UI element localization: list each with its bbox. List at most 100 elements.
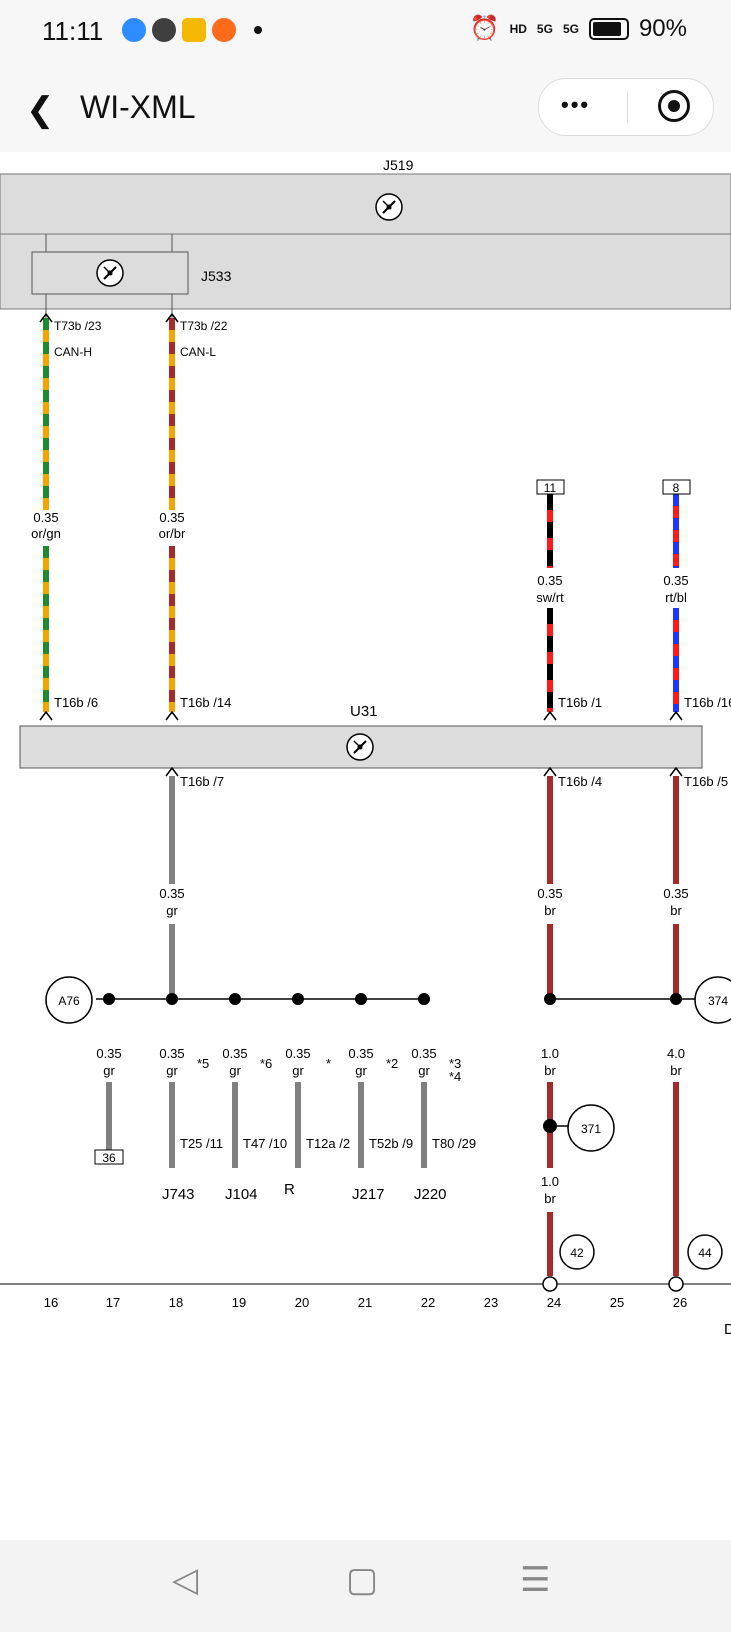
box-36-label: 36 [102,1151,116,1165]
branch-size-1: 0.35 [159,1046,184,1061]
wire-size-can-h: 0.35 [33,510,58,525]
more-options-button[interactable]: ••• [561,92,591,117]
label-j220: J220 [414,1186,447,1203]
circle-374 [694,976,731,1024]
grid-16: 16 [44,1295,58,1310]
j519-symbol [375,193,403,221]
j533-symbol [96,259,124,287]
signal-can-h: CAN-H [54,345,92,359]
wire-color-can-l: or/br [159,526,186,541]
wiring-diagram[interactable]: J519 J533 T73b /23 CAN-H T73b /22 CAN-L … [0,152,731,1540]
connector-t16b-16: T16b /16 [684,695,731,710]
ground-color-3: br [670,1063,682,1078]
ground-size-1: 1.0 [541,1046,559,1061]
wire-size-rt-bl: 0.35 [663,573,688,588]
ground-color-1: br [544,1063,556,1078]
connector-t47-10: T47 /10 [243,1136,287,1151]
mini-program-capsule: ••• [538,78,714,136]
nav-menu-icon[interactable]: ☰ [520,1561,551,1599]
grid-23: 23 [484,1295,498,1310]
connector-t16b-14: T16b /14 [180,695,231,710]
branch-color-3: gr [292,1063,304,1078]
nav-home-icon[interactable]: ▢ [346,1561,379,1599]
ground-terminal-26 [668,1276,684,1292]
wire-size-gr-main: 0.35 [159,886,184,901]
label-j743: J743 [162,1186,195,1203]
wiring-diagram-canvas: J519 J533 T73b /23 CAN-H T73b /22 CAN-L … [0,157,731,1338]
close-target-button[interactable] [658,90,690,122]
branch-color-0: gr [103,1063,115,1078]
label-j104: J104 [225,1186,258,1203]
back-button[interactable]: ❮ [26,91,55,129]
label-a76: A76 [58,994,80,1008]
ground-size-2: 1.0 [541,1174,559,1189]
wire-color-br-4: br [544,903,556,918]
note-star: * [326,1056,331,1071]
terminal-t73b-23: T73b /23 [54,319,102,333]
grid-19: 19 [232,1295,246,1310]
connector-t25-11: T25 /11 [180,1136,223,1151]
terminal-t73b-22: T73b /22 [180,319,228,333]
wire-size-sw-rt: 0.35 [537,573,562,588]
chat-icon [152,18,176,42]
browser-icon [122,18,146,42]
system-nav-bar: ◁ ▢ ☰ [0,1540,731,1632]
connector-t16b-4: T16b /4 [558,774,602,789]
grid-21: 21 [358,1295,372,1310]
j519-control-unit [0,173,731,235]
circle-42 [559,1234,595,1270]
wire-size-can-l: 0.35 [159,510,184,525]
splice-dots [103,993,682,1005]
status-right: ⏰ HD 5G 5G 90% [470,14,687,43]
connector-t52b-9: T52b /9 [369,1136,413,1151]
hd-icon: HD [509,21,527,36]
grid-25: 25 [610,1295,624,1310]
label-44: 44 [698,1246,712,1260]
box-8-label: 8 [673,481,680,495]
note-star6: *6 [260,1056,272,1071]
branch-color-4: gr [355,1063,367,1078]
note-star3: *3 [449,1056,461,1071]
wire-size-br-5: 0.35 [663,886,688,901]
signal-5g-icon-1: 5G [536,21,553,36]
label-j533: J533 [201,268,232,284]
box-8 [662,479,691,495]
wire-color-br-5: br [670,903,682,918]
status-bar: 11:11 ⏰ HD 5G 5G 90% [0,0,731,62]
grid-26: 26 [673,1295,687,1310]
ground-size-3: 4.0 [667,1046,685,1061]
battery-percent: 90% [638,14,687,42]
branch-size-2: 0.35 [222,1046,247,1061]
connector-t12a-2: T12a /2 [306,1136,350,1151]
box-11-label: 11 [544,481,557,495]
branch-color-5: gr [418,1063,430,1078]
label-374: 374 [708,994,728,1008]
dot-icon [254,26,262,34]
branch-wires [106,1082,427,1168]
clock: 11:11 [42,16,104,46]
grid-18: 18 [169,1295,183,1310]
page-title: WI-XML [80,89,196,125]
box-11 [536,479,565,495]
wire-color-gr-main: gr [166,903,178,918]
ground-point-a76 [45,976,93,1024]
branch-color-2: gr [229,1063,241,1078]
branch-size-5: 0.35 [411,1046,436,1061]
wire-color-sw-rt: sw/rt [536,590,564,605]
edge-fragment: D [724,1321,731,1338]
nav-back-icon[interactable]: ◁ [172,1561,199,1599]
capsule-divider [627,91,628,123]
connector-t80-29: T80 /29 [432,1136,476,1151]
note-star5: *5 [197,1056,209,1071]
circle-44 [687,1234,723,1270]
signal-5g-icon-2: 5G [562,21,579,36]
circle-371 [567,1104,615,1152]
branch-size-0: 0.35 [96,1046,121,1061]
title-bar: ❮ WI-XML ••• [0,62,731,152]
label-42: 42 [570,1246,584,1260]
label-r: R [284,1181,295,1198]
notification-icons [122,18,262,42]
signal-can-l: CAN-L [180,345,216,359]
ground-color-2: br [544,1191,556,1206]
wire-color-rt-bl: rt/bl [665,590,687,605]
